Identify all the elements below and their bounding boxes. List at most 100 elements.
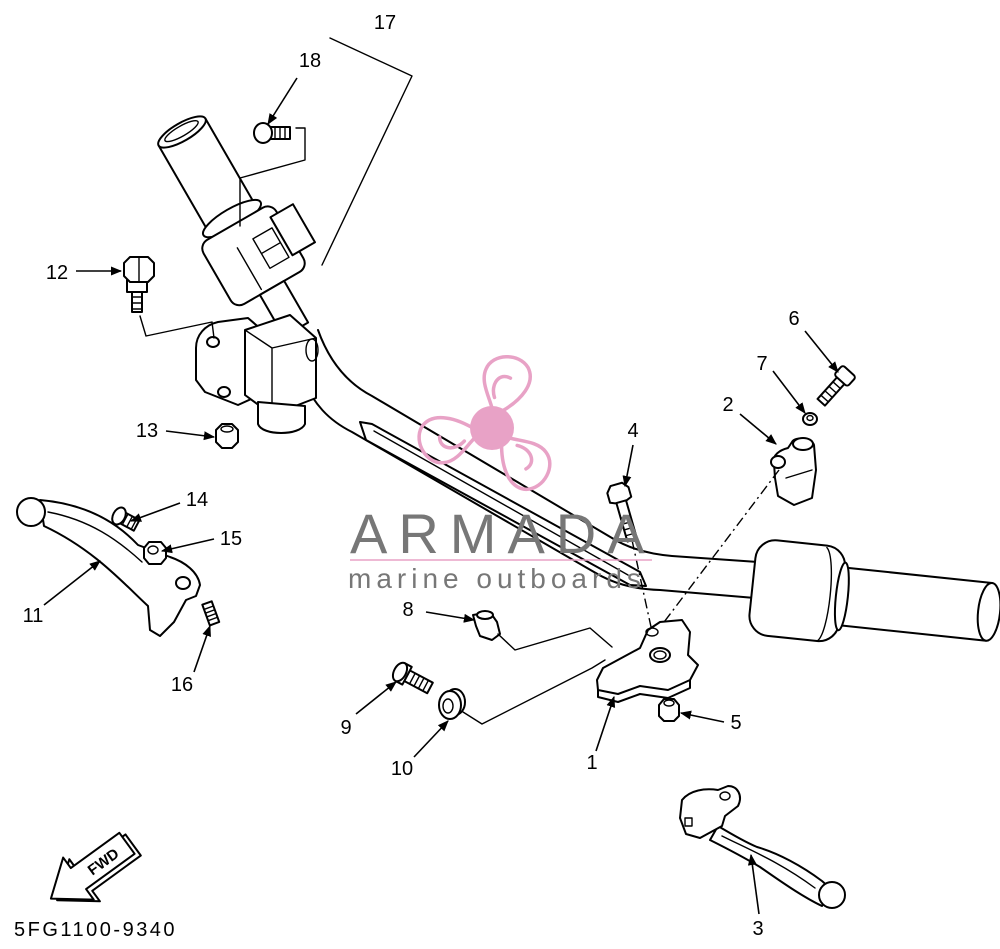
lever-pivot-hole [719,791,731,801]
right-switch-housing [748,539,847,643]
part-3-lever [679,785,846,909]
lever-pivot-hole [175,576,191,590]
bolt-threads [408,672,430,692]
master-cylinder-nipple [257,401,306,434]
callout-13: 13 [136,420,158,442]
lever-adjuster [684,817,693,827]
bracket-pivot-hole-inner [653,650,667,660]
nut-body [143,541,167,565]
bolt-threads [820,381,842,403]
blade-outline [417,415,476,465]
blade-curl [515,443,534,471]
callout-14: 14 [186,489,208,511]
lever-blade [709,825,831,907]
handlebar-brace-inner [373,430,629,576]
propeller-hub [470,406,514,450]
callout-8: 8 [402,599,413,621]
callout-1: 1 [586,752,597,774]
bolt-threads [620,514,637,537]
watermark-brand: ARMADA [350,502,656,565]
part-10-mount-line [462,659,606,725]
nut-hole [663,699,675,707]
nut-body [215,423,239,449]
part-8-clip [472,610,501,641]
leader-line-14 [129,502,181,522]
right-grip [835,566,994,642]
callout-10: 10 [391,758,413,780]
holder-hole [770,455,786,469]
callout-2: 2 [722,394,733,416]
propeller-blade-left [417,415,476,465]
part-4-bolt [606,481,639,543]
holder-top-boss [792,437,814,451]
callout-15: 15 [220,528,242,550]
left-grip-end [157,115,207,149]
master-cylinder-body [244,314,317,416]
nut-hole [220,425,234,433]
part-18-group-line [239,127,306,227]
lever-ridge [47,511,143,563]
part-8-mount-line [497,627,613,651]
leader-lines [43,77,839,915]
lever-ridge [721,835,816,889]
leader-line-15 [160,538,215,554]
watermark-tagline: marine outboards [348,563,646,594]
clamp-hole-upper [206,336,220,348]
leader-line-11 [43,560,101,606]
screw-threads [203,605,219,622]
nut-body [658,698,680,722]
part-13-nut [215,423,239,449]
bracket-plate [596,619,699,695]
leader-line-18 [267,77,298,125]
callout-16: 16 [171,674,193,696]
part-11-lever [16,497,201,637]
alignment-line-2-to-1 [651,469,780,639]
blade-curl [437,435,467,450]
right-grip-end [976,582,1000,642]
washer-ring [802,412,818,426]
bracket-upper-hole [645,627,659,637]
blade-outline [482,354,532,413]
fwd-arrow-shape [49,831,136,901]
callout-18: 18 [299,50,321,72]
blade-outline [499,436,552,492]
part-9-bolt [391,661,434,695]
bolt-threads [131,296,143,310]
propeller-blade-top [482,354,532,413]
left-switch-detail [236,227,290,291]
leader-line-2 [739,413,777,445]
leader-line-5 [679,710,725,723]
callout-11: 11 [23,605,44,627]
part-17-bracket-line [321,37,413,266]
screw-body [201,600,221,627]
leader-line-1 [595,695,616,752]
callout-9: 9 [340,717,351,739]
callout-17: 17 [374,12,396,34]
part-10-nut [438,688,466,720]
watermark: ARMADA marine outboards [348,354,656,594]
callouts: 17 18 12 13 14 15 11 16 6 7 2 4 8 5 9 10… [23,12,800,940]
right-grip-flange [833,561,850,632]
fwd-arrow: FWD [49,831,142,903]
alignment-line-4-to-5 [631,539,668,701]
callout-5: 5 [730,712,741,734]
clamp-hole-lower [217,386,231,398]
lever-ball-end [16,497,46,527]
lever-ball-end [818,881,846,909]
part-7-washer [802,412,818,426]
bolt-head [111,506,127,526]
clip-top [476,610,494,620]
holder-edge [785,469,813,479]
washer-hole [806,414,814,422]
propeller-logo [417,354,552,492]
blade-curl [491,374,513,400]
leader-line-9 [355,681,397,715]
master-cylinder [195,314,319,434]
part-12-mount-line [139,315,215,339]
part-16-screw [201,600,221,627]
leader-line-4 [622,444,634,488]
left-grip-end-inner [164,119,199,143]
screw-threads [274,126,286,140]
lever-blade [39,499,201,637]
figure-code: 5FG1100-9340 [14,919,177,941]
